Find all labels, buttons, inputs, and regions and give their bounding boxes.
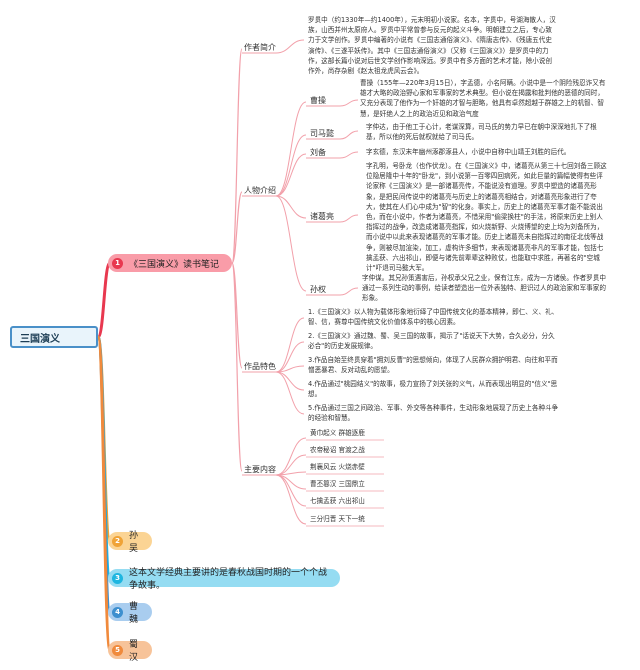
branch-number-badge: 2 xyxy=(112,535,123,547)
connector-content-0 xyxy=(275,437,307,476)
character-desc-zhugeliang: 字孔明，号卧龙（也作伏龙）。在《三国演义》中，诸葛亮从第三十七回刘备三顾这位隐居… xyxy=(366,162,607,273)
feature-item: 1.《三国演义》以人物为载体形象地衍绎了中国传统文化的基本精神，即仁、义、礼、智… xyxy=(308,308,559,327)
branch-node-summary[interactable]: 3 这本文学经典主要讲的是春秋战国时期的一个个战争故事。 xyxy=(108,568,340,591)
character-name-caocao[interactable]: 曹操 xyxy=(310,96,326,105)
content-item[interactable]: 三分归晋 天下一统 xyxy=(310,515,365,523)
section-characters[interactable]: 人物介绍 xyxy=(244,186,276,195)
connector-char-desc-2 xyxy=(339,151,359,159)
connector-char-liubei xyxy=(275,153,307,197)
connector-feature-3 xyxy=(275,371,305,391)
connector-content-4 xyxy=(275,474,307,507)
branch-node-caowei[interactable]: 4 曹魏 xyxy=(108,602,152,625)
connector-content xyxy=(231,262,243,472)
connector-intro-text xyxy=(275,39,305,54)
content-item[interactable]: 曹丕篡汉 三国鼎立 xyxy=(310,480,365,488)
character-desc-caocao: 曹操（155年—220年3月15日），字孟德，小名阿瞒。小说中是一个阴险残忍诈又… xyxy=(360,79,606,118)
connector-char-caocao xyxy=(275,101,307,197)
branch-label: 曹魏 xyxy=(129,602,139,625)
branch-label: 蜀汉 xyxy=(129,640,139,663)
branch-number-badge: 1 xyxy=(112,257,123,269)
branch-node-shuhan[interactable]: 5 蜀汉 xyxy=(108,640,152,663)
branch-number-badge: 3 xyxy=(112,572,123,584)
feature-item: 2.《三国演义》通过魏、蜀、吴三国的故事，揭示了"话说天下大势，合久必分，分久必… xyxy=(308,332,555,351)
connector-char-desc-3 xyxy=(339,214,359,223)
character-name-simayi[interactable]: 司马懿 xyxy=(310,129,334,138)
branch-number-badge: 4 xyxy=(112,606,123,618)
connector-char-zhugeliang xyxy=(275,195,307,219)
main-branch-node[interactable]: 1 《三国演义》读书笔记 xyxy=(108,254,232,272)
root-label: 三国演义 xyxy=(20,333,60,345)
connector-intro xyxy=(231,48,243,264)
connector-main xyxy=(96,261,112,339)
feature-item: 4.作品通过"桃园结义"的故事，极力宣扬了刘关张的义气，从而表现出明显的"信义"… xyxy=(308,380,558,399)
branch-node-sunwu[interactable]: 2 孙吴 xyxy=(108,531,152,554)
character-name-zhugeliang[interactable]: 诸葛亮 xyxy=(310,212,334,221)
content-item[interactable]: 荆襄风云 火烧赤壁 xyxy=(310,463,365,471)
content-item[interactable]: 七擒孟获 六出祁山 xyxy=(310,497,365,505)
connector-char-simayi xyxy=(275,134,307,197)
connector-char-sunquan xyxy=(275,195,307,292)
character-desc-sunquan: 字仲谋。其兄孙策遇害后，孙权承父兄之业，保有江东，成为一方诸侯。作者罗贯中通过一… xyxy=(362,274,606,303)
connector-content-5 xyxy=(275,474,307,525)
section-main-content[interactable]: 主要内容 xyxy=(244,465,276,474)
feature-item: 5.作品通过三国之间政治、军事、外交等各种事件，生动形象地展现了历史上各种斗争的… xyxy=(308,404,559,423)
branch-number-badge: 5 xyxy=(112,644,123,656)
main-branch-title: 《三国演义》读书笔记 xyxy=(129,259,220,270)
content-item[interactable]: 农帝秘诏 官渡之战 xyxy=(310,446,365,454)
branch-label: 孙吴 xyxy=(129,531,139,554)
connector-feature-4 xyxy=(275,371,305,415)
connector-people xyxy=(231,191,243,264)
branch-label: 这本文学经典主要讲的是春秋战国时期的一个个战争故事。 xyxy=(129,568,328,591)
character-name-sunquan[interactable]: 孙权 xyxy=(310,285,326,294)
connector-feature-0 xyxy=(275,317,305,373)
author-intro-text: 罗贯中（约1330年—约1400年），元末明初小说家。名本，字贯中，号湖海散人，… xyxy=(308,16,556,76)
connector-feature-1 xyxy=(275,341,305,373)
character-name-liubei[interactable]: 刘备 xyxy=(310,148,326,157)
connector-shuhan xyxy=(96,335,112,652)
connector-char-desc-4 xyxy=(339,287,359,296)
root-node[interactable]: 三国演义 xyxy=(10,326,98,348)
connector-char-desc-1 xyxy=(339,130,359,140)
content-item[interactable]: 黄巾起义 群雄逐鹿 xyxy=(310,429,365,437)
section-author-intro[interactable]: 作者简介 xyxy=(244,43,276,52)
connector-char-desc-0 xyxy=(339,99,359,107)
character-desc-simayi: 字仲达，由于他工于心计，老谋深算，司马氏的势力早已在朝中深深地扎下了根基，所以他… xyxy=(366,123,597,142)
section-features[interactable]: 作品特色 xyxy=(244,362,276,371)
feature-item: 3.作品自始至终贯穿着"拥刘反曹"的思想倾向，体现了人民群众拥护明君、向往和平而… xyxy=(308,356,558,375)
character-desc-liubei: 字玄德，东汉末年幽州涿郡涿县人，小说中自称中山靖王刘胜的后代。 xyxy=(366,148,571,156)
